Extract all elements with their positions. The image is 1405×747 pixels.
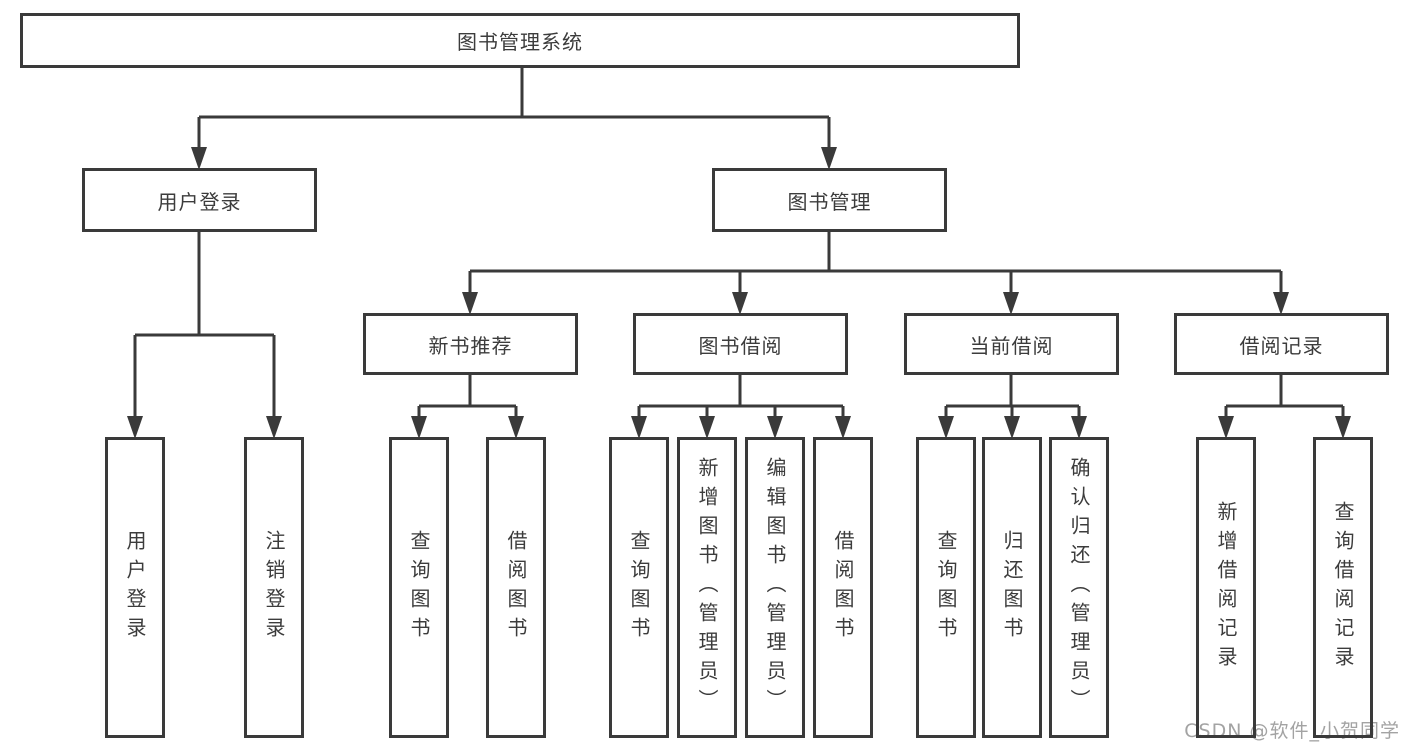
node-new-book-recommend: 新书推荐: [363, 313, 578, 375]
leaf-label: 用户登录: [123, 529, 147, 646]
node-leaf-user-login: 用户登录: [105, 437, 165, 738]
arrowheads: [127, 147, 1351, 439]
node-book-borrowing-label: 图书借阅: [698, 333, 783, 358]
node-book-borrowing: 图书借阅: [633, 313, 848, 375]
leaf-label: 归还图书: [1000, 529, 1024, 646]
leaf-label: 查询图书: [934, 529, 958, 646]
node-leaf-edit-books-admin: 编辑图书（管理员）: [745, 437, 805, 738]
node-leaf-query-borrow-record: 查询借阅记录: [1313, 437, 1373, 738]
node-root-label: 图书管理系统: [457, 30, 583, 54]
leaf-label: 编辑图书（管理员）: [763, 457, 787, 718]
node-leaf-query-books-a: 查询图书: [389, 437, 449, 738]
leaf-label: 确认归还（管理员）: [1067, 457, 1091, 718]
leaf-label: 借阅图书: [831, 529, 855, 646]
node-user-login: 用户登录: [82, 168, 317, 232]
node-borrowing-records: 借阅记录: [1174, 313, 1389, 375]
leaf-label: 新增借阅记录: [1214, 500, 1238, 675]
node-leaf-query-books-c: 查询图书: [916, 437, 976, 738]
node-leaf-add-books-admin: 新增图书（管理员）: [677, 437, 737, 738]
watermark: CSDN @软件_小贺同学: [1184, 720, 1400, 742]
node-leaf-add-borrow-record: 新增借阅记录: [1196, 437, 1256, 738]
node-user-login-label: 用户登录: [157, 189, 242, 214]
node-current-borrowing: 当前借阅: [904, 313, 1119, 375]
node-leaf-return-books: 归还图书: [982, 437, 1042, 738]
node-new-book-recommend-label: 新书推荐: [428, 333, 513, 358]
node-current-borrowing-label: 当前借阅: [969, 333, 1054, 358]
leaf-label: 借阅图书: [504, 529, 528, 646]
leaf-label: 注销登录: [262, 529, 286, 646]
node-book-management: 图书管理: [712, 168, 947, 232]
leaf-label: 查询借阅记录: [1331, 500, 1355, 675]
node-leaf-confirm-return-admin: 确认归还（管理员）: [1049, 437, 1109, 738]
node-leaf-logout: 注销登录: [244, 437, 304, 738]
node-root: 图书管理系统: [20, 13, 1020, 68]
leaf-label: 查询图书: [407, 529, 431, 646]
node-book-management-label: 图书管理: [787, 189, 872, 214]
leaf-label: 新增图书（管理员）: [695, 457, 719, 718]
node-leaf-borrow-books-b: 借阅图书: [813, 437, 873, 738]
leaf-label: 查询图书: [627, 529, 651, 646]
node-leaf-query-books-b: 查询图书: [609, 437, 669, 738]
node-borrowing-records-label: 借阅记录: [1239, 333, 1324, 358]
node-leaf-borrow-books-a: 借阅图书: [486, 437, 546, 738]
